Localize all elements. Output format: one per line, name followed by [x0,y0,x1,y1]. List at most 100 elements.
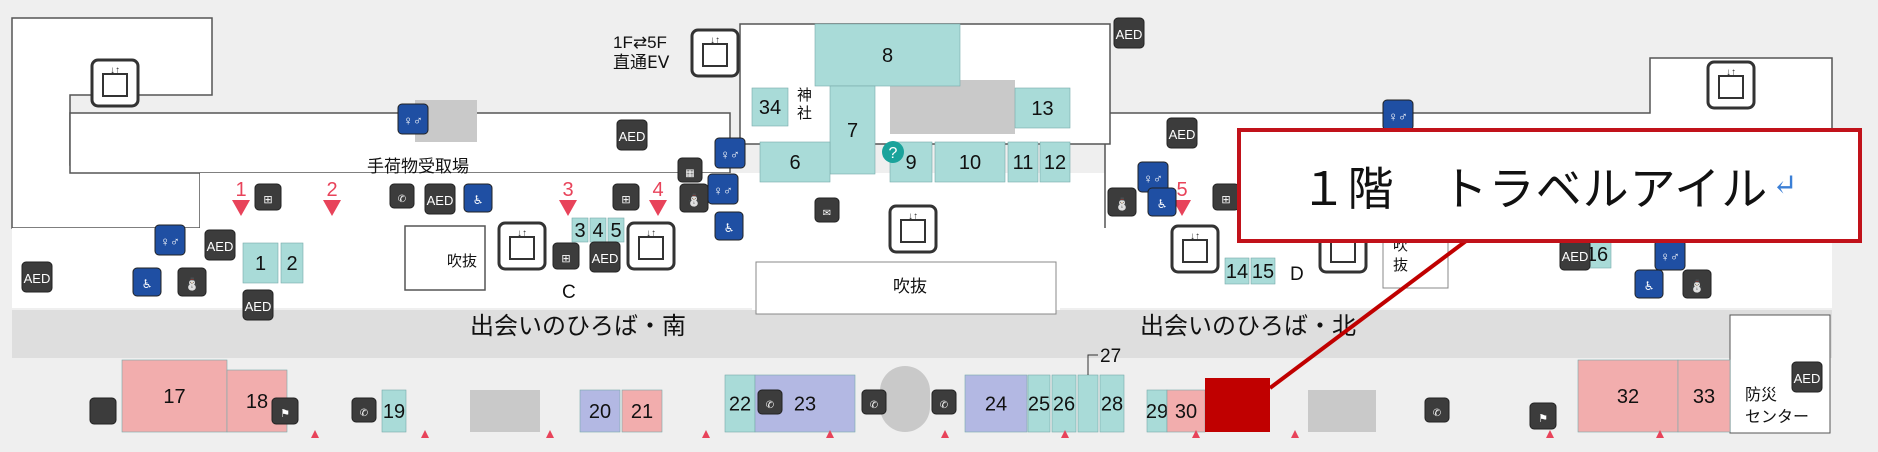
aed-icon: AED [1166,117,1198,149]
direct-ev-label-2: 直通EV [613,53,670,73]
svg-text:♿: ♿ [142,277,153,291]
svg-text:✆: ✆ [870,400,878,411]
shop-number-12: 12 [1044,152,1066,174]
shop-number-11: 11 [1013,152,1034,174]
svg-text:✆: ✆ [1433,408,1441,419]
restroom-icon: ♀♂ [707,173,739,205]
elevator-icon: ↓↑ [90,58,140,108]
disaster-center-label-1: 防災 [1745,385,1777,404]
shop-1[interactable]: 1 [242,242,279,284]
aed-icon: AED [242,289,274,321]
plaza-north-label: 出会いのひろば・北 [1140,312,1356,340]
void-label-south: 吹抜 [447,252,477,270]
entrance-marker-icon [1656,430,1664,438]
shop-7[interactable]: 7 [829,85,876,175]
svg-text:AED: AED [207,239,234,254]
shop-25[interactable]: 25 [1027,374,1051,433]
elevator-icon: ↓↑ [888,204,938,254]
svg-text:⛄: ⛄ [687,193,702,207]
svg-text:♀♂: ♀♂ [160,234,180,249]
aed-icon: AED [21,261,53,293]
aed-icon: AED [204,229,236,261]
svg-text:✆: ✆ [360,408,368,419]
shop-13[interactable]: 13 [1014,87,1071,129]
facility-icons: ↓↑↓↑↓↑↓↑↓↑↓↑↓↑↓↑♀♂♀♂♀♂♀♂♀♂♀♂♀♂AEDAEDAEDA… [21,17,1823,430]
shop-29[interactable]: 29 [1146,389,1168,433]
entrance-marker-icon [1061,430,1069,438]
svg-text:♿: ♿ [473,193,484,207]
shop-24[interactable]: 24 [964,374,1028,433]
callout-text: １階 トラベルアイル [1300,161,1769,216]
shrine-label-2: 社 [797,104,812,122]
svg-text:▦: ▦ [685,168,694,179]
shop-4[interactable]: 4 [589,217,607,243]
shop-12[interactable]: 12 [1039,141,1071,183]
svg-text:♀♂: ♀♂ [720,147,740,162]
svg-text:✆: ✆ [940,400,948,411]
svg-text:♿: ♿ [1157,197,1168,211]
shop-number-15: 15 [1252,261,1274,283]
shop-23[interactable]: 23 [754,374,856,433]
svg-text:↓↑: ↓↑ [646,228,656,239]
shop-10[interactable]: 10 [934,141,1006,183]
shop-number-29: 29 [1146,401,1168,423]
shop-19[interactable]: 19 [381,389,407,433]
entrance-marker-icon [1291,430,1299,438]
shop-30[interactable]: 30 [1166,389,1206,433]
svg-text:↓↑: ↓↑ [1726,67,1736,78]
svg-text:⚑: ⚑ [1538,413,1548,425]
shop-34[interactable]: 34 [751,87,789,127]
exit-5: 5 [1173,179,1191,216]
svg-text:⊞: ⊞ [263,194,272,206]
exit-arrow-icon [1173,200,1191,216]
phone-icon: ✆ [861,389,887,415]
svg-text:⚑: ⚑ [280,408,290,420]
shop-6[interactable]: 6 [759,141,831,183]
shop-28[interactable]: 28 [1099,374,1125,433]
highlighted-shop[interactable] [1205,378,1270,432]
shop-15[interactable]: 15 [1250,257,1276,285]
shop-5[interactable]: 5 [607,217,625,243]
svg-text:✉: ✉ [823,208,831,219]
baby-icon: ⛄ [177,267,207,297]
accessible-icon: ♿ [132,267,162,297]
svg-text:AED: AED [1169,127,1196,142]
aed-icon: AED [589,241,621,273]
shop-number-14: 14 [1226,261,1248,283]
shop-26[interactable]: 26 [1051,374,1077,433]
shop-20[interactable]: 20 [579,389,621,433]
shop-27[interactable]: 27 [1077,346,1121,433]
exit-arrow-icon [323,200,341,216]
shop-11[interactable]: 11 [1007,141,1039,183]
entrance-marker-icon [1546,430,1554,438]
shop-number-30: 30 [1175,401,1197,423]
shop-21[interactable]: 21 [621,389,663,433]
svg-text:♿: ♿ [724,221,735,235]
shop-22[interactable]: 22 [724,374,756,433]
svg-text:↓↑: ↓↑ [908,211,918,222]
shop-number-23: 23 [794,394,816,416]
shop-8[interactable]: 8 [814,23,961,87]
shop-number-2: 2 [286,253,297,275]
restroom-icon: ♀♂ [1382,99,1414,131]
shop-14[interactable]: 14 [1224,257,1250,285]
shop-33[interactable]: 33 [1677,359,1731,433]
shop-32[interactable]: 32 [1577,359,1679,433]
shrine-label-1: 神 [797,86,812,104]
elevator-icon: ↓↑ [1170,224,1220,274]
shop-number-19: 19 [383,401,405,423]
shop-2[interactable]: 2 [280,242,304,284]
zone-c-label: C [562,282,576,303]
aed-icon: AED [1559,239,1591,271]
shop-number-13: 13 [1031,98,1053,120]
exit-4: 4 [649,179,667,216]
shop-17[interactable]: 17 [121,359,228,433]
svg-text:♀♂: ♀♂ [713,183,733,198]
shop-number-28: 28 [1101,394,1123,416]
direct-ev-label-1: 1F⇄5F [613,33,667,52]
entrance-marker-icon [826,430,834,438]
shop-3[interactable]: 3 [571,217,589,243]
aed-icon: AED [1113,17,1145,49]
luggage-icon: ⊞ [552,242,580,270]
shop-number-18: 18 [246,391,268,413]
